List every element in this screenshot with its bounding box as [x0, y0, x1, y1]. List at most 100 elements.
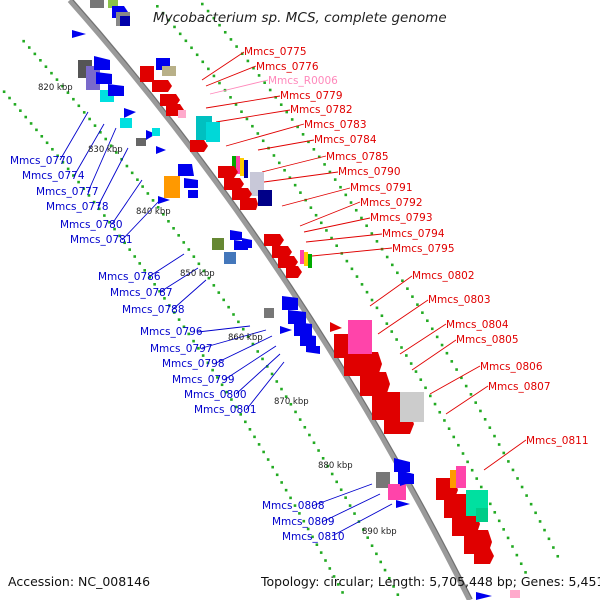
gene-feature[interactable]: [206, 122, 220, 142]
gene-label[interactable]: Mmcs_0785: [326, 151, 389, 163]
gene-feature[interactable]: [264, 234, 284, 246]
gene-feature[interactable]: [224, 252, 236, 264]
gene-feature[interactable]: [90, 0, 104, 8]
gene-label[interactable]: Mmcs_0807: [488, 381, 551, 393]
gene-label[interactable]: Mmcs_0780: [60, 219, 123, 231]
gene-feature[interactable]: [108, 84, 124, 96]
gene-label[interactable]: Mmcs_0797: [150, 343, 213, 355]
gene-label[interactable]: Mmcs_0803: [428, 294, 491, 306]
gene-label[interactable]: Mmcs_0783: [304, 119, 367, 131]
gene-feature[interactable]: [230, 230, 242, 240]
gene-feature[interactable]: [510, 590, 520, 598]
gene-feature[interactable]: [190, 140, 208, 152]
gene-feature[interactable]: [178, 110, 186, 118]
gene-feature[interactable]: [450, 470, 460, 488]
gene-feature[interactable]: [160, 94, 180, 106]
gene-label[interactable]: Mmcs_0778: [46, 201, 109, 213]
gene-feature[interactable]: [286, 266, 302, 278]
gene-feature[interactable]: [300, 250, 304, 264]
gene-label[interactable]: Mmcs_0800: [184, 389, 247, 401]
gene-label[interactable]: Mmcs_0786: [98, 271, 161, 283]
gene-feature[interactable]: [396, 500, 410, 508]
gene-feature[interactable]: [152, 128, 160, 136]
gene-feature[interactable]: [94, 56, 110, 70]
gene-feature[interactable]: [242, 238, 252, 248]
gene-feature[interactable]: [282, 296, 298, 310]
gene-feature[interactable]: [124, 108, 136, 118]
gene-feature[interactable]: [152, 80, 172, 92]
gene-feature[interactable]: [212, 238, 224, 250]
gene-feature[interactable]: [344, 352, 382, 376]
gene-label[interactable]: Mmcs_0775: [244, 46, 307, 58]
gene-feature[interactable]: [288, 310, 306, 324]
gene-label[interactable]: Mmcs_0793: [370, 212, 433, 224]
gene-feature[interactable]: [474, 548, 494, 564]
gene-feature[interactable]: [244, 160, 248, 178]
gene-label[interactable]: Mmcs_0776: [256, 61, 319, 73]
gene-feature[interactable]: [218, 166, 238, 178]
gene-feature[interactable]: [294, 322, 312, 336]
gene-feature[interactable]: [120, 16, 130, 26]
gene-label[interactable]: Mmcs_0796: [140, 326, 203, 338]
gene-label[interactable]: Mmcs_0779: [280, 90, 343, 102]
gene-label[interactable]: Mmcs_0802: [412, 270, 475, 282]
gene-label[interactable]: Mmcs_0801: [194, 404, 257, 416]
gene-label[interactable]: Mmcs_0784: [314, 134, 377, 146]
gene-feature[interactable]: [178, 164, 194, 176]
gene-feature[interactable]: [278, 256, 298, 268]
gene-feature[interactable]: [188, 190, 198, 198]
gene-feature[interactable]: [280, 326, 292, 334]
gene-label[interactable]: Mmcs_0791: [350, 182, 413, 194]
gene-label[interactable]: Mmcs_0806: [480, 361, 543, 373]
gene-label[interactable]: Mmcs_0811: [526, 435, 589, 447]
gene-feature[interactable]: [108, 0, 118, 8]
gene-label[interactable]: Mmcs_0770: [10, 155, 73, 167]
gene-feature[interactable]: [348, 320, 372, 354]
gene-feature[interactable]: [120, 118, 132, 128]
gene-feature[interactable]: [184, 178, 198, 188]
gene-feature[interactable]: [162, 66, 176, 76]
gene-label[interactable]: Mmcs_0799: [172, 374, 235, 386]
gene-feature[interactable]: [300, 334, 316, 346]
gene-feature[interactable]: [158, 196, 170, 204]
gene-label[interactable]: Mmcs_0805: [456, 334, 519, 346]
gene-feature[interactable]: [136, 138, 146, 146]
gene-feature[interactable]: [72, 30, 86, 38]
gene-feature[interactable]: [306, 346, 320, 354]
gene-feature[interactable]: [308, 254, 312, 268]
gene-feature[interactable]: [264, 308, 274, 318]
gene-feature[interactable]: [272, 246, 292, 258]
gene-label[interactable]: Mmcs_0774: [22, 170, 85, 182]
gene-feature[interactable]: [388, 484, 406, 500]
gene-label[interactable]: Mmcs_0795: [392, 243, 455, 255]
gene-feature[interactable]: [258, 190, 272, 206]
gene-label[interactable]: Mmcs_0808: [262, 500, 325, 512]
gene-feature[interactable]: [96, 72, 112, 84]
gene-feature[interactable]: [400, 478, 412, 486]
gene-label[interactable]: Mmcs_0777: [36, 186, 99, 198]
gene-feature[interactable]: [400, 392, 424, 422]
gene-label[interactable]: Mmcs_0792: [360, 197, 423, 209]
gene-feature[interactable]: [372, 392, 408, 420]
gene-label[interactable]: Mmcs_0798: [162, 358, 225, 370]
gene-feature[interactable]: [236, 156, 240, 174]
gene-feature[interactable]: [156, 146, 166, 154]
gene-feature[interactable]: [330, 322, 342, 332]
gene-feature[interactable]: [232, 156, 236, 174]
gene-label[interactable]: Mmcs_0788: [122, 304, 185, 316]
gene-label[interactable]: Mmcs_0782: [290, 104, 353, 116]
gene-feature[interactable]: [140, 66, 154, 82]
gene-label[interactable]: Mmcs_0804: [446, 319, 509, 331]
gene-feature[interactable]: [394, 458, 410, 472]
gene-feature[interactable]: [146, 130, 156, 140]
gene-feature[interactable]: [376, 472, 390, 488]
gene-feature[interactable]: [304, 252, 308, 266]
gene-label[interactable]: Mmcs_0794: [382, 228, 445, 240]
gene-feature[interactable]: [240, 158, 244, 176]
gene-label[interactable]: Mmcs_0781: [70, 234, 133, 246]
gene-feature[interactable]: [476, 592, 492, 600]
gene-feature[interactable]: [476, 508, 488, 522]
gene-label[interactable]: Mmcs_0787: [110, 287, 173, 299]
gene-label[interactable]: Mmcs_0790: [338, 166, 401, 178]
gene-feature[interactable]: [164, 176, 180, 198]
